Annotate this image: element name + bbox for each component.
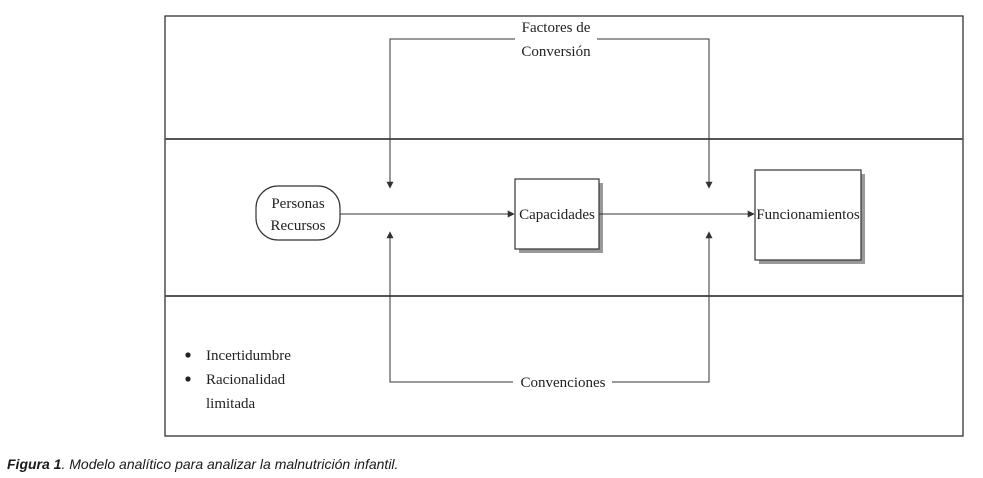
node-personas-label: Personas xyxy=(271,196,324,212)
top-connector-left xyxy=(386,38,515,189)
top-connector-right xyxy=(597,38,713,189)
figure-caption-text: . Modelo analítico para analizar la maln… xyxy=(61,456,399,472)
analytic-model-diagram: Factores de Conversión Convenciones Pers… xyxy=(164,15,964,437)
diagram-frame xyxy=(164,15,964,437)
bullet-dot-1 xyxy=(185,352,191,358)
node-funcionamientos xyxy=(754,169,862,261)
figure-caption: Figura 1. Modelo analítico para analizar… xyxy=(7,456,398,472)
node-funcionamientos-label: Funcionamientos xyxy=(756,207,859,223)
node-recursos-label: Recursos xyxy=(271,218,326,234)
node-capacidades xyxy=(514,178,600,250)
node-personas-recursos xyxy=(255,185,341,241)
top-label-line1: Factores de xyxy=(522,20,591,36)
figure-number: Figura 1 xyxy=(7,456,62,472)
bullet-dot-2 xyxy=(185,376,191,382)
bullet-racionalidad-cont: limitada xyxy=(206,396,255,412)
bottom-connector-left xyxy=(386,231,513,383)
bottom-label: Convenciones xyxy=(521,375,606,391)
node-capacidades-label: Capacidades xyxy=(519,207,595,223)
bullet-incertidumbre: Incertidumbre xyxy=(206,348,291,364)
top-label-line2: Conversión xyxy=(521,44,591,60)
bottom-connector-right xyxy=(612,231,713,383)
bullet-racionalidad: Racionalidad xyxy=(206,372,286,388)
